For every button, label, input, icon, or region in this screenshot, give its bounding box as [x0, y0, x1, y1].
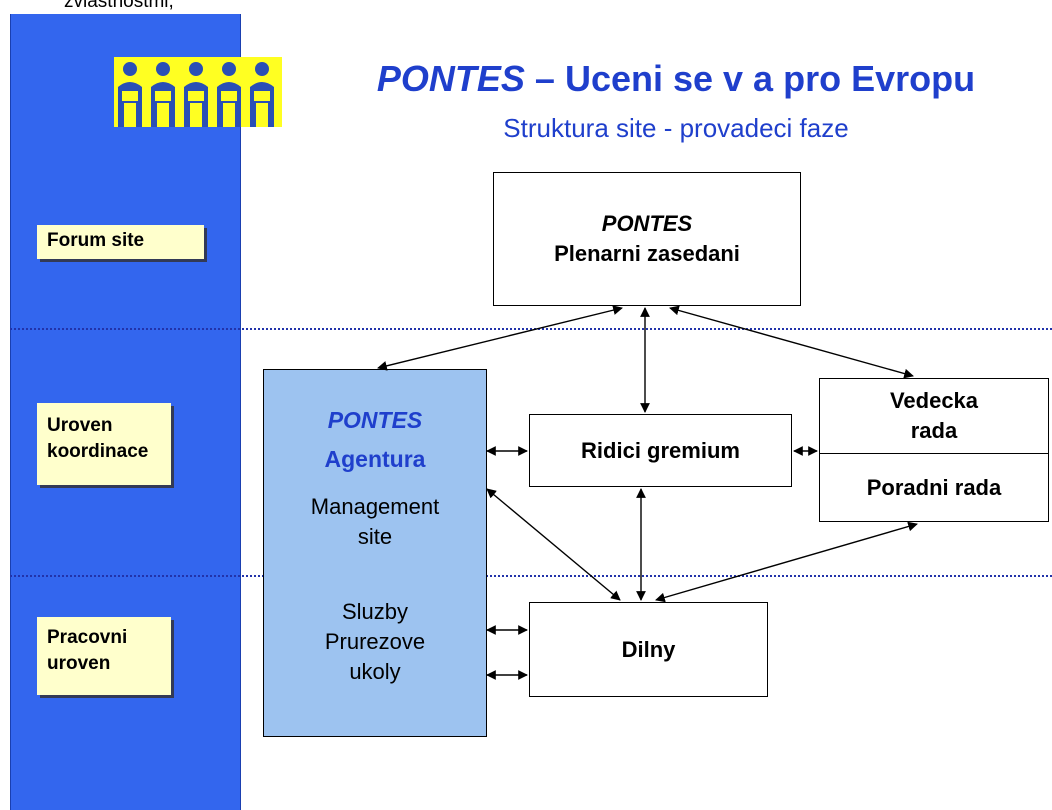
steering-box: Ridici gremium	[529, 414, 792, 487]
level-label-work: Pracovni uroven	[37, 617, 171, 695]
clipped-top-text: zvlastnostmi,	[64, 0, 174, 12]
page-title: PONTES – Uceni se v a pro Evropu	[300, 58, 1052, 100]
agentura-title-line1: PONTES	[327, 407, 423, 433]
plenary-box-line2: Plenarni zasedani	[554, 241, 740, 266]
arrow-agentura-workshops	[486, 488, 621, 601]
agentura-services-line1: Sluzby	[341, 599, 409, 624]
agentura-management-line1: Management	[310, 494, 440, 519]
plenary-box-line1: PONTES	[601, 211, 693, 236]
scientific-council-line2: rada	[910, 418, 958, 443]
advisory-council: Poradni rada	[866, 474, 1002, 500]
agentura-services: Sluzby Prurezove ukoly	[263, 597, 487, 687]
level-label-work-line2: uroven	[47, 653, 111, 674]
level-label-coordination-line2: koordinace	[47, 441, 149, 462]
page-title-rest: – Uceni se v a pro Evropu	[524, 58, 976, 99]
plenary-box: PONTES Plenarni zasedani	[493, 172, 801, 306]
scientific-council-line1: Vedecka	[889, 388, 979, 413]
agentura-management-line2: site	[357, 524, 393, 549]
arrow-advisory-workshops	[655, 521, 918, 603]
agentura-subtitle: Agentura	[324, 446, 426, 472]
agentura-services-line2: Prurezove	[324, 629, 426, 654]
level-label-forum: Forum site	[37, 225, 204, 259]
agentura-title: PONTES	[263, 405, 487, 435]
pontes-logo	[114, 57, 282, 127]
level-label-work-line1: Pracovni	[47, 627, 128, 648]
page-subtitle: Struktura site - provadeci faze	[503, 113, 849, 143]
agentura-management: Management site	[263, 492, 487, 552]
scientific-advisory-box: Vedecka rada Poradni rada	[819, 378, 1049, 522]
agentura-services-line3: ukoly	[349, 659, 401, 684]
arrow-plenary-agentura	[377, 305, 623, 371]
agentura-box	[263, 369, 487, 737]
page-title-italic: PONTES	[376, 58, 525, 99]
scientific-council: Vedecka rada	[820, 379, 1048, 454]
arrow-plenary-scientific	[669, 305, 914, 379]
workshops-box: Dilny	[529, 602, 768, 697]
level-label-coordination: Uroven koordinace	[37, 403, 171, 485]
level-label-coordination-line1: Uroven	[47, 415, 113, 436]
